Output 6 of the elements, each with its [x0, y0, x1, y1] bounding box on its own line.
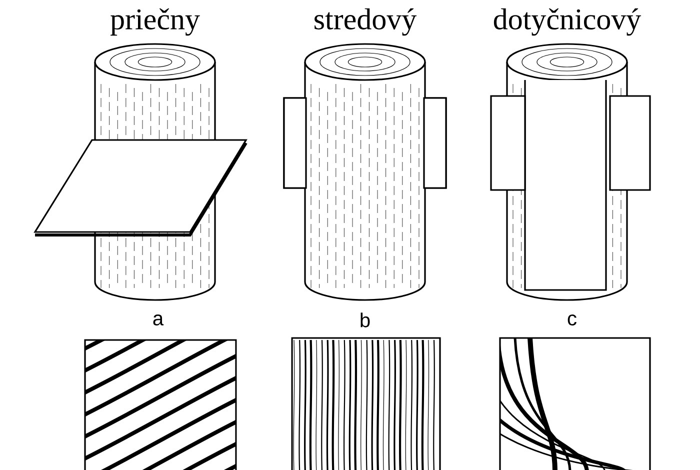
- panel-letter: a: [153, 314, 164, 326]
- heading: stredový: [314, 8, 417, 36]
- panel-letter: b: [360, 312, 370, 328]
- heading: priečny: [110, 8, 200, 36]
- panel-letter: c: [568, 314, 576, 326]
- heading: dotyčnicový: [494, 8, 642, 36]
